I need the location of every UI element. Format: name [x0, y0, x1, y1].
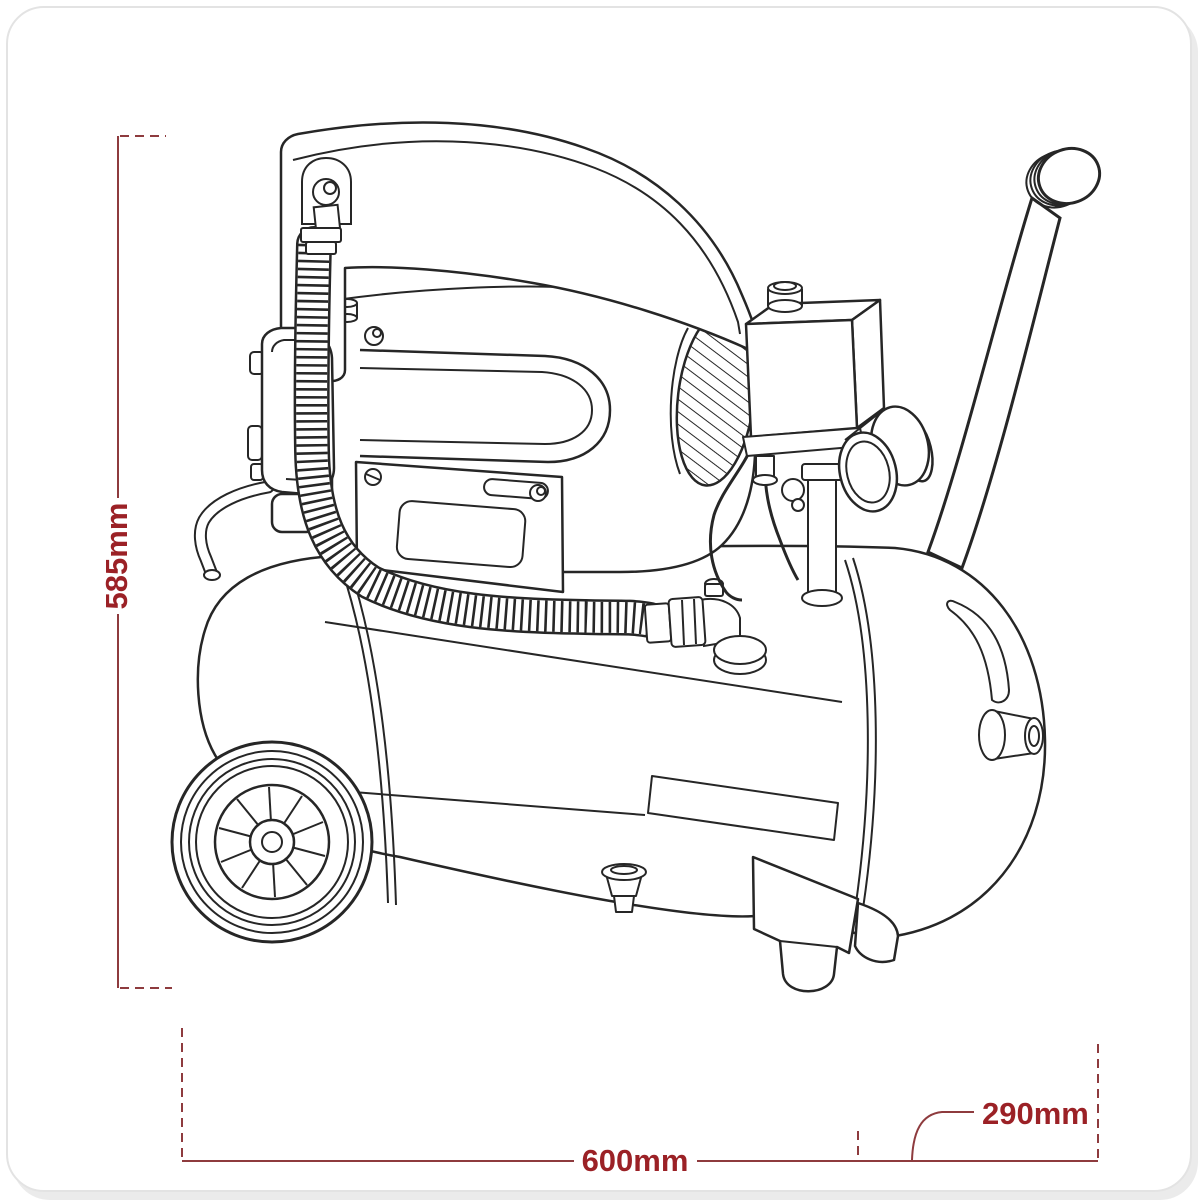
hose-nut	[300, 227, 342, 243]
fan-housing-edge	[669, 327, 689, 475]
tank-right-crease	[852, 557, 877, 929]
motor-band-outer	[359, 348, 612, 464]
width-dimension: 600mm	[181, 1028, 1099, 1178]
height-dimension: 585mm	[99, 135, 172, 989]
hose-top-fitting	[300, 156, 352, 255]
tank-feet	[751, 855, 900, 993]
plate-window	[395, 500, 527, 569]
label-plate	[354, 460, 565, 594]
check-valve-nut	[667, 596, 707, 648]
tank-highlight	[946, 599, 1010, 704]
standpipe	[801, 463, 847, 607]
plate-slot	[483, 478, 549, 500]
depth-dimension: 290mm	[911, 1096, 1089, 1161]
rear-foot	[853, 901, 900, 964]
pressure-gauges	[837, 405, 934, 513]
tank-seam	[324, 621, 843, 703]
air-hose	[293, 226, 668, 638]
valve-ball	[781, 478, 805, 502]
width-dimension-label: 600mm	[582, 1143, 689, 1178]
tank-label-strip	[647, 775, 839, 841]
shroud-rim	[292, 140, 741, 335]
tank-left-crease	[341, 569, 389, 904]
hose-ribs	[296, 243, 654, 636]
handle	[926, 147, 1102, 571]
front-foot	[751, 855, 860, 993]
depth-leader-line	[911, 1111, 974, 1161]
left-bracket	[193, 480, 275, 581]
depth-dimension-label: 290mm	[982, 1096, 1089, 1131]
motor-band-inner	[359, 367, 593, 445]
wheel	[170, 740, 374, 944]
check-valve	[643, 578, 767, 675]
drain-valve	[601, 863, 647, 913]
wheel-spokes	[218, 786, 326, 898]
pressure-switch	[742, 281, 886, 486]
check-valve-flange	[713, 635, 767, 665]
axle	[261, 831, 283, 853]
tank-left-crease	[349, 567, 397, 906]
handle-knob	[1036, 147, 1102, 205]
pressure-switch-assembly	[708, 281, 934, 607]
height-dimension-label: 585mm	[99, 503, 134, 610]
switch-cap	[767, 281, 803, 295]
outlet-port	[978, 709, 1044, 761]
tank	[196, 544, 1047, 993]
unloader-tube	[708, 445, 754, 602]
tank-right-crease	[844, 559, 869, 931]
